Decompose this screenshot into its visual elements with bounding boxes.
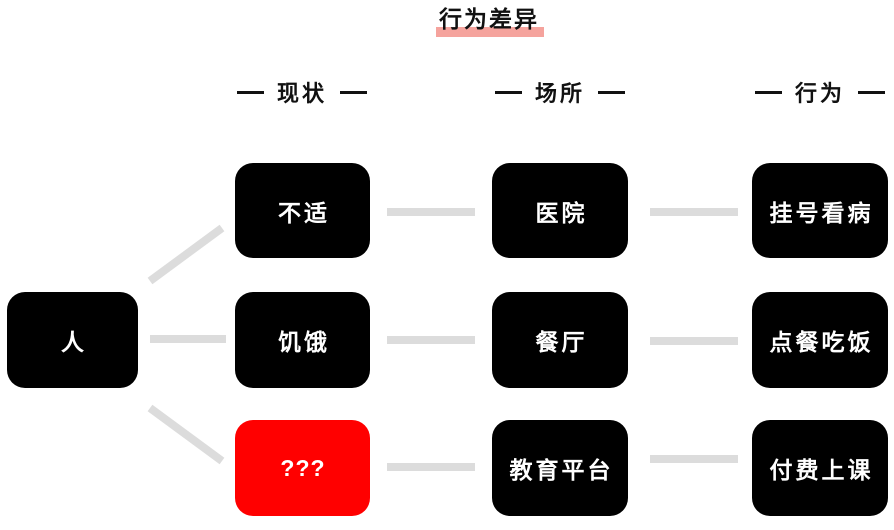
node-place-education-platform: 教育平台 [492, 420, 628, 516]
node-behavior-register-see-doctor: 挂号看病 [752, 163, 888, 258]
node-label: ??? [280, 454, 326, 481]
header-dash-right [340, 90, 367, 94]
node-label: 医院 [535, 199, 588, 226]
node-label: 点餐吃饭 [769, 329, 874, 355]
column-header-place: 场所 [450, 76, 670, 108]
node-label: 教育平台 [509, 457, 614, 483]
node-label: 餐厅 [535, 329, 588, 355]
node-label: 不适 [278, 199, 330, 226]
column-header-place-label: 场所 [534, 81, 585, 106]
node-behavior-order-and-eat: 点餐吃饭 [752, 292, 888, 388]
column-header-behavior-label: 行为 [794, 81, 845, 106]
header-dash-right [598, 90, 625, 94]
header-dash-right [858, 90, 885, 94]
diagram-title-text: 行为差异 [436, 6, 544, 37]
column-header-behavior: 行为 [710, 76, 894, 108]
node-person-label: 人 [61, 329, 87, 355]
node-place-hospital: 医院 [492, 163, 628, 258]
node-place-restaurant: 餐厅 [492, 292, 628, 388]
connector-person-to-state-1 [147, 224, 225, 285]
node-behavior-pay-for-class: 付费上课 [752, 420, 888, 516]
node-label: 挂号看病 [769, 199, 874, 226]
node-state-hunger: 饥饿 [235, 292, 370, 388]
connector-person-to-state-3 [147, 404, 225, 465]
node-label: 付费上课 [769, 457, 874, 483]
node-person: 人 [7, 292, 138, 388]
header-dash-left [754, 90, 782, 94]
header-dash-left [494, 90, 522, 94]
node-state-discomfort: 不适 [235, 163, 370, 258]
node-state-unknown: ??? [235, 420, 370, 516]
diagram-title: 行为差异 [380, 6, 600, 37]
node-label: 饥饿 [278, 329, 330, 355]
header-dash-left [236, 90, 264, 94]
column-header-state-label: 现状 [276, 81, 327, 106]
column-header-state: 现状 [192, 76, 412, 108]
